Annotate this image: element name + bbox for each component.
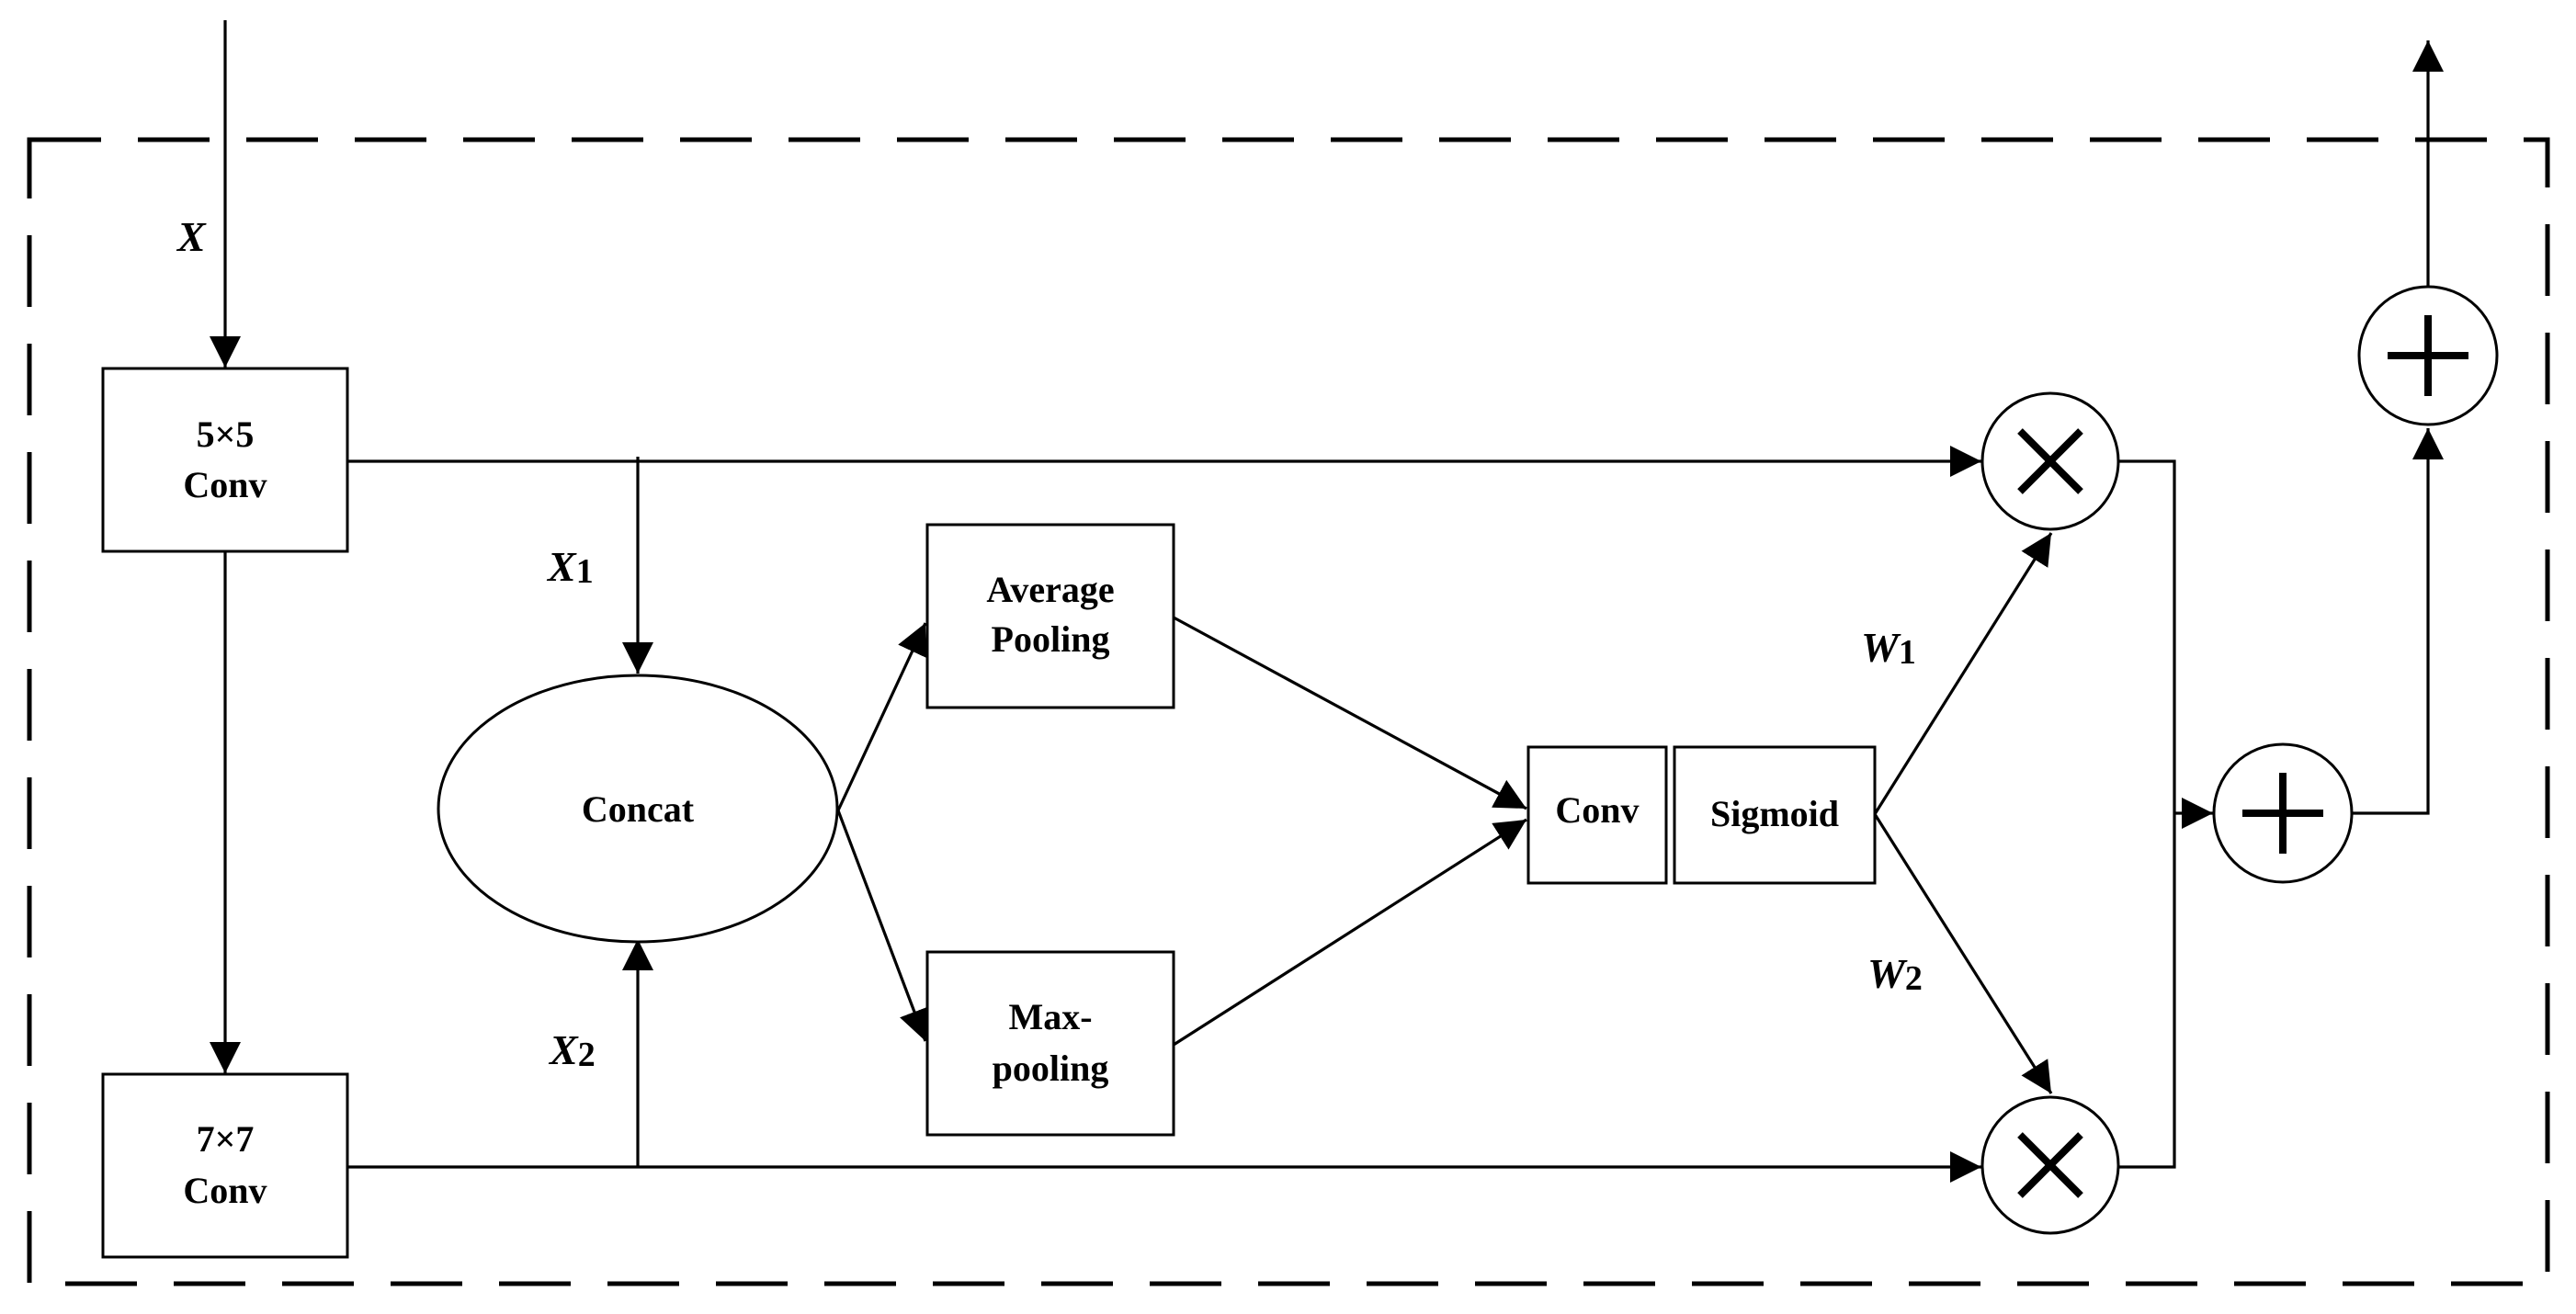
multiply-merge-line [2119, 459, 2176, 1169]
conv7x7-node: 7×7 Conv [101, 1072, 349, 1259]
x-label: X [176, 213, 207, 260]
max-pooling-node: Max- pooling [925, 950, 1175, 1137]
w2-label: W2 [1867, 950, 1923, 998]
module-dashed-frame [27, 137, 2550, 1286]
maxpool-to-conv-arrow [1173, 818, 1527, 1047]
avgpool-to-conv-arrow [1173, 616, 1527, 810]
sigmoid-node: Sigmoid [1673, 745, 1877, 885]
add-operator [2212, 742, 2354, 884]
conv5x5-line2: Conv [183, 464, 267, 505]
concat-to-avgpool-arrow [836, 622, 927, 811]
concat-to-maxpool-arrow [836, 810, 929, 1042]
average-pooling-line2: Pooling [992, 618, 1110, 660]
max-pooling-line2: pooling [993, 1048, 1109, 1089]
conv7x7-line1: 7×7 [197, 1118, 255, 1160]
conv5x5-node: 5×5 Conv [101, 367, 349, 553]
x1-label: X1 [546, 543, 594, 591]
sigmoid-label: Sigmoid [1710, 793, 1839, 834]
w1-label: W1 [1861, 624, 1916, 672]
multiply-top-operator [1980, 391, 2120, 531]
max-pooling-line1: Max- [1008, 996, 1092, 1037]
x2-label: X2 [548, 1026, 596, 1074]
average-pooling-node: Average Pooling [925, 523, 1175, 709]
concat-label: Concat [582, 788, 695, 830]
concat-node: Concat [437, 674, 839, 944]
average-pooling-line1: Average [986, 569, 1114, 610]
residual-add-operator [2357, 285, 2499, 426]
conv5x5-line1: 5×5 [197, 413, 255, 455]
multiply-bottom-operator [1980, 1095, 2120, 1235]
conv-node: Conv [1526, 745, 1668, 885]
conv7x7-line2: Conv [183, 1170, 267, 1211]
add-to-residual-add-arrow [2353, 428, 2444, 815]
w2-arrow [1873, 813, 2053, 1094]
conv-label: Conv [1555, 789, 1639, 831]
w1-arrow [1873, 532, 2053, 815]
